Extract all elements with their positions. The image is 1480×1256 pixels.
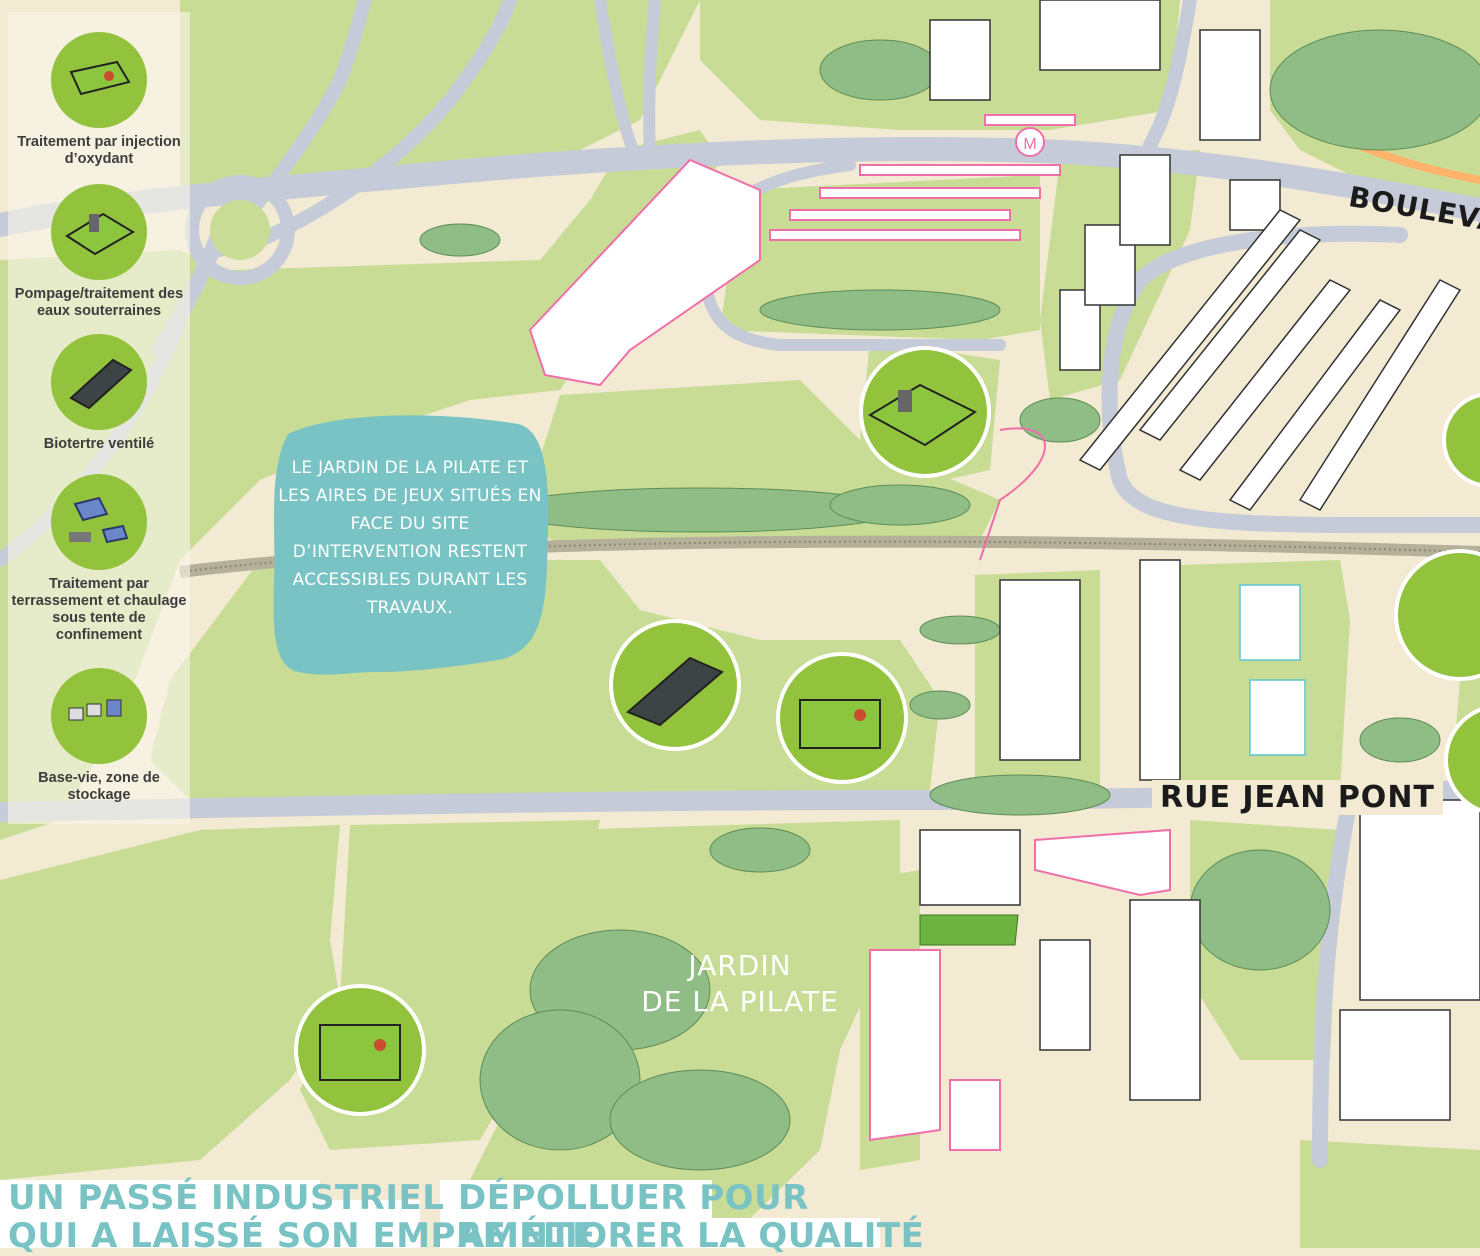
legend-label: Base-vie, zone de stockage	[38, 770, 160, 803]
park-label: JARDIN DE LA PILATE	[640, 948, 840, 1020]
callout-text: LE JARDIN DE LA PILATE ET LES AIRES DE J…	[278, 458, 542, 618]
marker-right-edge-a	[1394, 549, 1480, 681]
marker-oxidant-injection-a	[776, 652, 908, 784]
marker-groundwater-pumping	[859, 346, 991, 478]
planned-buildings	[528, 114, 1171, 1151]
legend-item-oxidant-injection: Traitement par injection d’oxydant	[8, 32, 190, 168]
heading-right-line1: DÉPOLLUER POUR	[458, 1178, 809, 1218]
legend-label: Biotertre ventilé	[43, 436, 155, 452]
legend-item-site-base: Base-vie, zone de stockage	[8, 668, 190, 804]
sports-fields	[1239, 584, 1306, 756]
heading-right-background	[440, 1218, 880, 1248]
roundabout	[185, 175, 295, 285]
roundabout-center	[210, 200, 270, 260]
excavation-liming-tent-icon	[51, 474, 147, 570]
metro-symbol: M	[1023, 136, 1036, 153]
info-callout: LE JARDIN DE LA PILATE ET LES AIRES DE J…	[268, 410, 550, 680]
marker-right-edge-b	[1442, 393, 1480, 487]
existing-buildings	[919, 0, 1480, 1121]
legend-panel: Traitement par injection d’oxydant Pompa…	[8, 12, 190, 824]
site-base-storage-icon	[51, 668, 147, 764]
park-label-line1: JARDIN	[688, 949, 792, 982]
groundwater-pumping-site-icon	[51, 184, 147, 280]
tree-clusters	[419, 29, 1480, 1171]
legend-label: Traitement par injection d’oxydant	[17, 134, 181, 167]
legend-item-ventilated-biopile: Biotertre ventilé	[8, 334, 190, 453]
park-label-line2: DE LA PILATE	[641, 985, 839, 1018]
heading-left-line1: UN PASSÉ INDUSTRIEL	[8, 1178, 445, 1218]
marker-ventilated-biopile	[609, 619, 741, 751]
vegetable-garden	[919, 914, 1019, 946]
heading-right-tab	[440, 1180, 712, 1220]
heading-left-tab	[0, 1180, 320, 1210]
marker-right-edge-c	[1444, 707, 1480, 813]
ventilated-biopile-icon	[51, 334, 147, 430]
legend-item-groundwater-pumping: Pompage/traitement des eaux souterraines	[8, 184, 190, 320]
map-markers	[294, 346, 1480, 1116]
road-label-rue-jean-pont: RUE JEAN PONT	[1152, 780, 1443, 815]
legend-item-excavation-liming: Traitement par terrassement et chaulage …	[8, 474, 190, 644]
legend-label: Traitement par terrassement et chaulage …	[11, 576, 187, 643]
heading-right-line2: AMÉLIORER LA QUALITÉ	[458, 1216, 925, 1256]
legend-label: Pompage/traitement des eaux souterraines	[14, 286, 184, 319]
oxidant-injection-site-icon	[51, 32, 147, 128]
marker-oxidant-injection-b	[294, 984, 426, 1116]
